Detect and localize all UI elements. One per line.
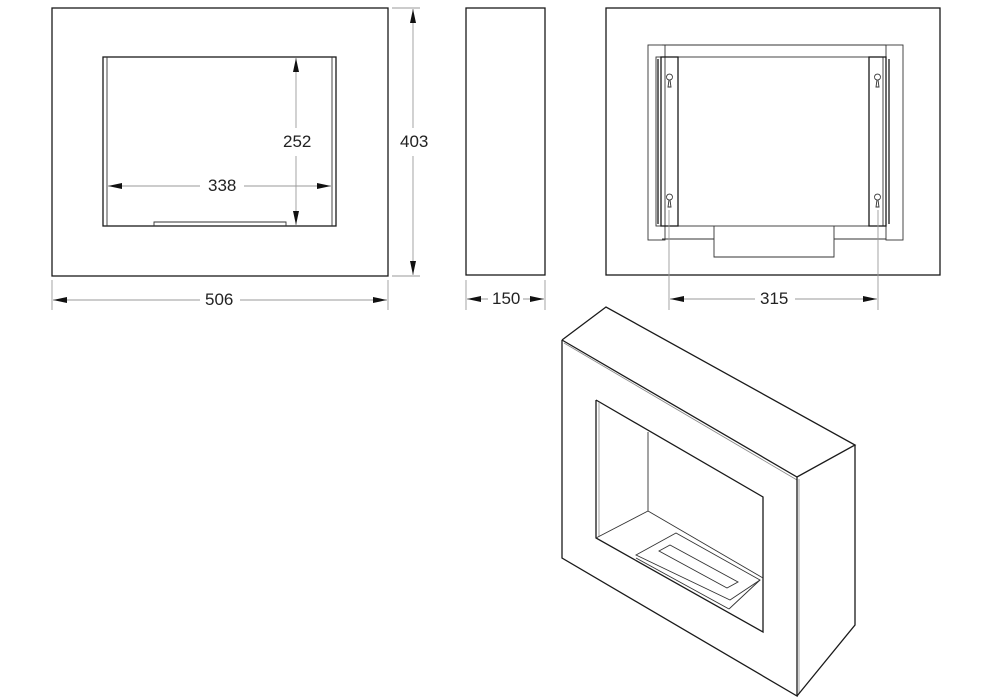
back-outer-frame — [605, 7, 941, 276]
dim-depth: 150 — [489, 290, 524, 308]
burner-tray — [153, 221, 287, 226]
dim-overall-height: 403 — [397, 133, 432, 151]
keyhole-icon — [666, 73, 881, 208]
front-view — [51, 7, 420, 310]
back-view — [605, 7, 941, 310]
right-wall-bracket — [868, 56, 887, 227]
front-outer-frame — [51, 7, 389, 277]
dim-bracket-spacing: 315 — [757, 290, 792, 308]
dim-opening-height: 252 — [280, 133, 315, 151]
dim-overall-width: 506 — [202, 291, 237, 309]
dim-opening-width: 338 — [205, 177, 240, 195]
front-opening — [102, 56, 337, 227]
side-outline — [465, 7, 546, 276]
isometric-view — [561, 306, 857, 698]
burner-housing — [713, 226, 835, 258]
side-view — [465, 7, 546, 310]
iso-burner-tray — [635, 532, 761, 601]
left-wall-bracket — [660, 56, 679, 227]
iso-burner-slot — [658, 544, 739, 589]
